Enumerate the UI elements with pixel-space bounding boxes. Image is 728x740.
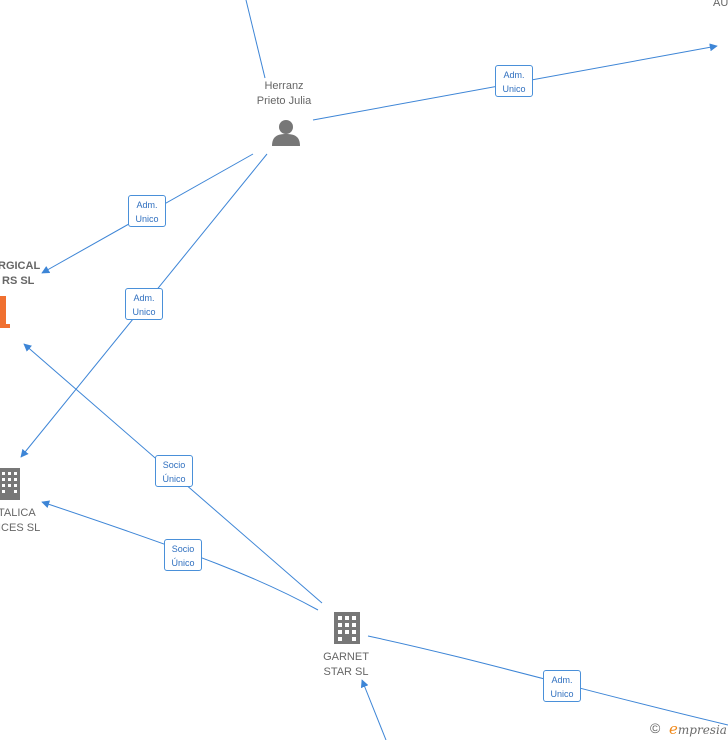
building-icon[interactable]	[0, 468, 20, 500]
building-icon[interactable]	[334, 612, 360, 644]
edge-label-line1: Adm.	[133, 293, 155, 303]
edge-label-line2: Unico	[132, 307, 156, 317]
edge-label-line1: Adm.	[503, 70, 525, 80]
edge-label-line2: Unico	[502, 84, 526, 94]
garnet-company-label[interactable]: GARNET STAR SL	[310, 650, 382, 680]
edge-label-line1: Socio	[162, 460, 186, 470]
italica-company-label[interactable]: TALICA ICES SL	[0, 506, 40, 536]
edge-label-line1: Adm.	[136, 200, 158, 210]
surgical-name-line2: RS SL	[2, 275, 35, 287]
edge-garnet-to-bottom-right	[367, 635, 728, 726]
edge-label-adm-unico[interactable]: Adm. Unico	[495, 65, 533, 97]
empresia-logo[interactable]: empresia	[669, 720, 727, 738]
person-icon[interactable]	[272, 120, 300, 146]
top-right-company-name: AU	[713, 0, 728, 9]
edge-label-socio-unico[interactable]: Socio Único	[155, 455, 193, 487]
italica-name-line1: TALICA	[0, 507, 36, 519]
garnet-name-line1: GARNET	[323, 651, 369, 663]
copyright-symbol: ©	[650, 720, 661, 736]
edge-top-to-person	[245, 0, 266, 79]
edge-label-adm-unico[interactable]: Adm. Unico	[543, 670, 581, 702]
edge-garnet-to-italica	[41, 500, 319, 611]
edge-bottom-to-garnet	[360, 679, 387, 740]
top-right-company-label[interactable]: AU	[713, 0, 728, 11]
person-name-line1: Herranz	[264, 80, 304, 92]
edge-label-line2: Unico	[550, 689, 574, 699]
brand-initial: e	[669, 720, 678, 738]
surgical-company-label[interactable]: RGICAL RS SL	[0, 259, 40, 289]
person-name-line2: Prieto Julia	[256, 95, 312, 107]
edge-label-adm-unico[interactable]: Adm. Unico	[125, 288, 163, 320]
person-node-label[interactable]: Herranz Prieto Julia	[248, 79, 320, 109]
garnet-name-line2: STAR SL	[323, 666, 369, 678]
edge-label-adm-unico[interactable]: Adm. Unico	[128, 195, 166, 227]
edge-label-line2: Único	[171, 558, 195, 568]
edge-label-line2: Único	[162, 474, 186, 484]
surgical-name-line1: RGICAL	[0, 260, 41, 272]
edge-label-line1: Socio	[171, 544, 195, 554]
italica-name-line2: ICES SL	[0, 522, 41, 534]
brand-rest: mpresia	[677, 723, 727, 737]
edge-label-socio-unico[interactable]: Socio Único	[164, 539, 202, 571]
edge-label-line2: Unico	[135, 214, 159, 224]
building-icon[interactable]	[0, 296, 10, 328]
edge-label-line1: Adm.	[551, 675, 573, 685]
